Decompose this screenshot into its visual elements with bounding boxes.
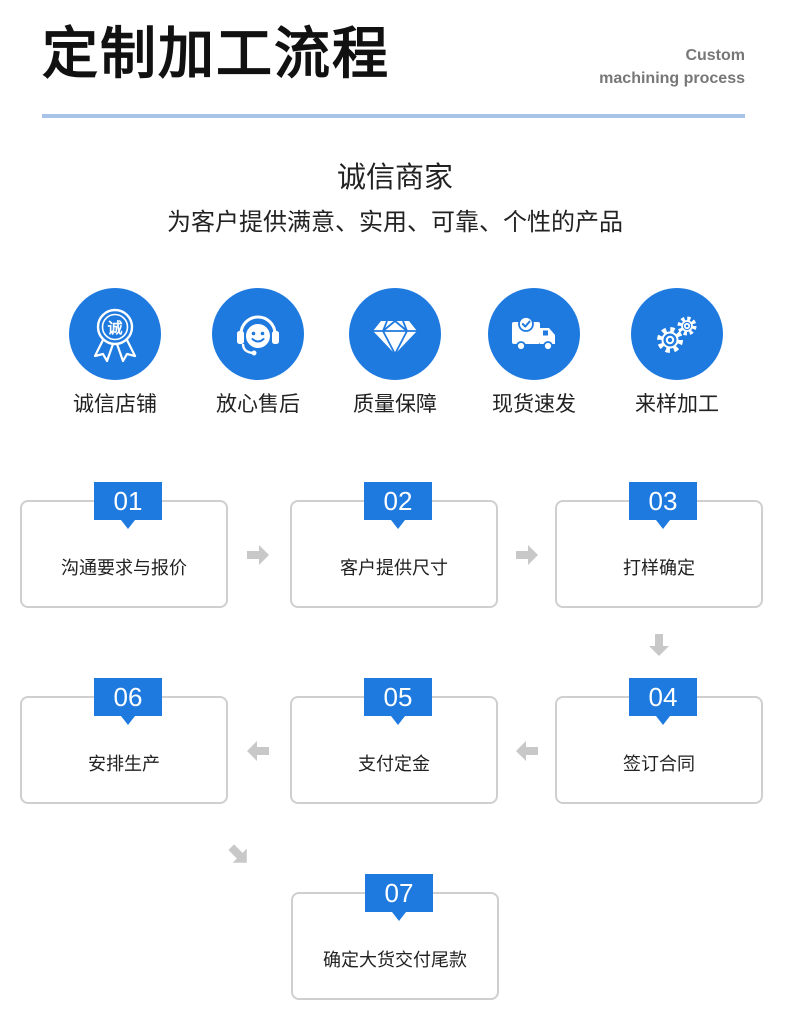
process-step-5: 05 支付定金 (290, 678, 498, 804)
step-label: 打样确定 (623, 558, 695, 579)
delivery-truck-icon (488, 288, 580, 380)
slogan-heading: 诚信商家 (336, 160, 453, 194)
process-step-4: 04 签订合同 (555, 678, 763, 804)
process-step-6: 06 安排生产 (20, 678, 228, 804)
step-number-badge: 07 (365, 874, 433, 921)
headset-smiley-icon (212, 288, 304, 380)
step-label: 安排生产 (88, 754, 160, 775)
step-number-badge: 02 (364, 482, 432, 529)
arrow-left-icon (247, 741, 269, 761)
process-step-1: 01 沟通要求与报价 (20, 482, 228, 608)
gears-icon (631, 288, 723, 380)
diamond-icon (349, 288, 441, 380)
step-label: 沟通要求与报价 (61, 558, 187, 579)
page-title: 定制加工流程 (42, 22, 390, 87)
feature-item-quality: 质量保障 (335, 288, 455, 418)
svg-text:诚: 诚 (107, 319, 122, 337)
slogan-subheading: 为客户提供满意、实用、可靠、个性的产品 (167, 208, 623, 236)
arrow-left-icon (516, 741, 538, 761)
feature-item-trust-store: 诚 诚信店铺 (55, 288, 175, 418)
process-step-2: 02 客户提供尺寸 (290, 482, 498, 608)
step-label: 支付定金 (358, 754, 430, 775)
feature-item-custom-processing: 来样加工 (617, 288, 737, 418)
step-number-badge: 04 (629, 678, 697, 725)
arrow-down-icon (649, 634, 669, 656)
step-number-badge: 03 (629, 482, 697, 529)
feature-item-fast-shipping: 现货速发 (474, 288, 594, 418)
feature-item-after-sales: 放心售后 (198, 288, 318, 418)
arrow-right-icon (516, 545, 538, 565)
arrow-right-icon (247, 545, 269, 565)
step-number-badge: 01 (94, 482, 162, 529)
ribbon-medal-icon: 诚 (69, 288, 161, 380)
step-number-badge: 06 (94, 678, 162, 725)
header-divider (42, 114, 745, 118)
process-step-3: 03 打样确定 (555, 482, 763, 608)
feature-label: 诚信店铺 (73, 392, 157, 416)
feature-label: 放心售后 (216, 392, 300, 416)
process-step-7: 07 确定大货交付尾款 (291, 874, 499, 1000)
step-label: 客户提供尺寸 (340, 558, 448, 579)
feature-label: 质量保障 (353, 392, 437, 416)
subtitle-line-2: machining process (599, 70, 745, 87)
feature-label: 现货速发 (492, 392, 576, 416)
step-label: 签订合同 (623, 754, 695, 775)
feature-label: 来样加工 (635, 392, 719, 416)
subtitle-line-1: Custom (685, 47, 745, 64)
step-label: 确定大货交付尾款 (323, 950, 467, 971)
english-subtitle: Custom machining process (599, 44, 745, 90)
arrow-down-right-icon (228, 844, 247, 863)
step-number-badge: 05 (364, 678, 432, 725)
